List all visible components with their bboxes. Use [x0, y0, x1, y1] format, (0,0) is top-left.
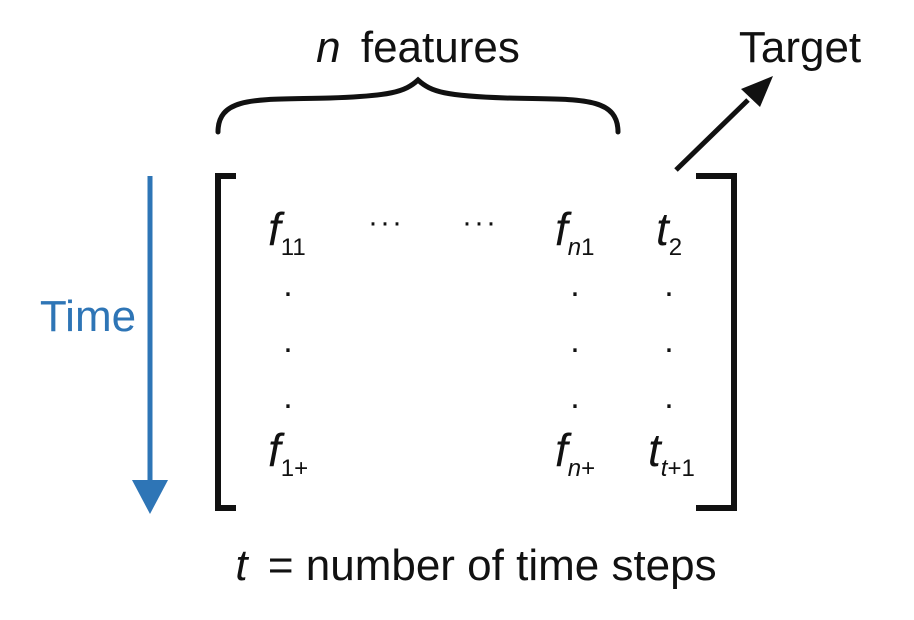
vdot: .: [570, 266, 579, 304]
cell-f-11: f11: [268, 203, 306, 261]
features-label: n features: [316, 23, 520, 72]
footer-caption: t = number of time steps: [235, 541, 716, 590]
vdot: .: [283, 266, 292, 304]
row1-ellipsis-1: ···: [368, 206, 404, 239]
vdot: .: [283, 378, 292, 416]
right-bracket: [696, 173, 737, 511]
vdot: .: [570, 378, 579, 416]
target-arrow-head: [741, 76, 773, 107]
cell-t-tplus1: tt+1: [648, 424, 695, 482]
features-brace: [215, 76, 621, 135]
cell-f-n1: fn1: [555, 203, 595, 261]
left-bracket: [215, 173, 236, 511]
features-text: features: [361, 23, 520, 72]
features-var: n: [316, 23, 340, 72]
time-axis-arrowhead: [132, 480, 168, 514]
vdot: .: [664, 322, 673, 360]
vdot: .: [664, 378, 673, 416]
cell-f-1plus: f1+: [268, 424, 308, 482]
target-label: Target: [739, 23, 861, 72]
time-label: Time: [40, 292, 136, 341]
cell-t-2: t2: [656, 203, 682, 261]
row1-ellipsis-2: ···: [462, 206, 498, 239]
cell-f-nplus: fn+: [555, 424, 595, 482]
vdot: .: [283, 322, 292, 360]
vdot: .: [664, 266, 673, 304]
target-arrow-line: [674, 98, 750, 172]
vdot: .: [570, 322, 579, 360]
